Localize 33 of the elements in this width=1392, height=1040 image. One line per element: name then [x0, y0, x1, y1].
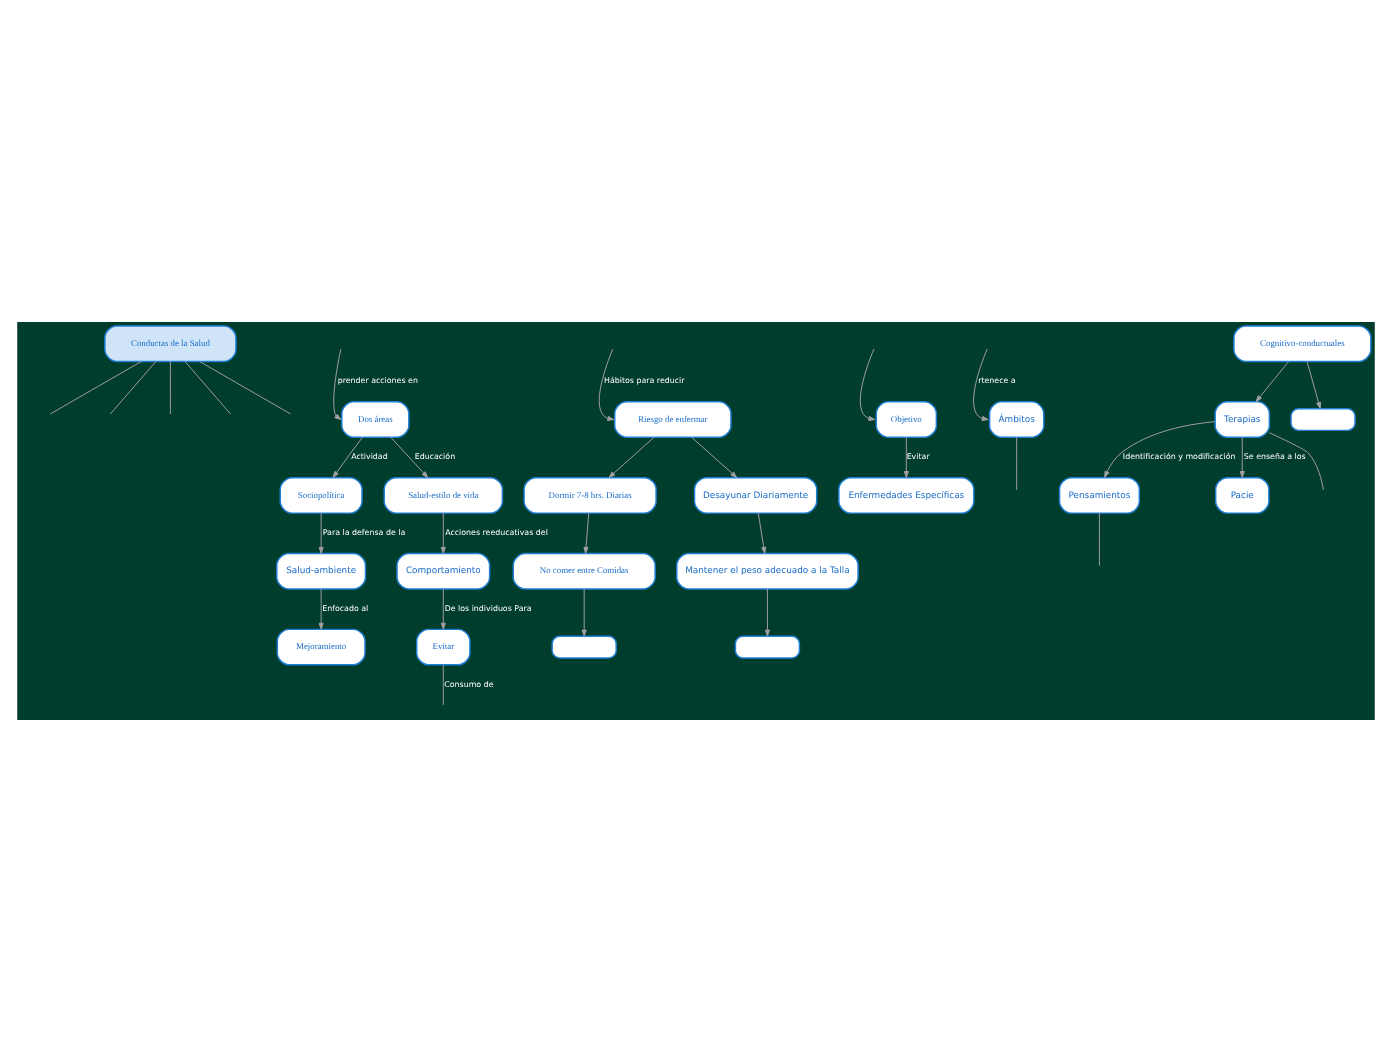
arrow: [903, 435, 909, 477]
arrow: [859, 347, 876, 420]
connector: [1016, 435, 1018, 490]
arrow: [608, 435, 655, 477]
connector: [1269, 431, 1324, 490]
arrow: [1255, 359, 1290, 402]
arrow: [691, 435, 738, 477]
arrow: [598, 347, 615, 420]
connector: [199, 359, 292, 414]
node-box: [1290, 406, 1356, 431]
connector: [109, 359, 157, 414]
arrow: [440, 511, 446, 553]
node-box: [551, 634, 617, 658]
arrow: [332, 435, 363, 477]
arrow: [318, 587, 324, 629]
connector: [184, 359, 231, 414]
connector: [442, 663, 444, 705]
connector: [49, 359, 142, 414]
arrow: [757, 511, 767, 553]
node-box: [734, 634, 801, 658]
connector: [169, 359, 171, 414]
arrow: [583, 511, 590, 553]
arrow: [973, 347, 989, 420]
arrow: [333, 347, 342, 420]
arrow: [390, 435, 429, 477]
arrow: [764, 587, 770, 636]
arrow: [1306, 359, 1322, 408]
arrow: [440, 587, 446, 629]
arrow: [581, 587, 587, 636]
connector: [1098, 511, 1100, 566]
arrow: [1104, 420, 1216, 477]
arrow: [1239, 435, 1245, 477]
arrow: [318, 511, 324, 553]
